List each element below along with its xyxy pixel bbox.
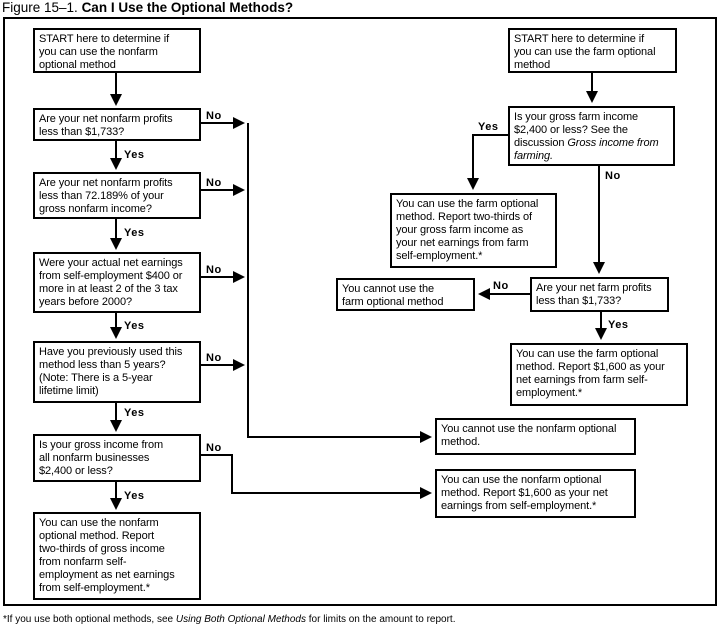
- yes-label: Yes: [124, 227, 145, 239]
- yes-label: Yes: [124, 407, 145, 419]
- farm-net-profits-question-box: Are your net farm profits less than $1,7…: [530, 277, 669, 312]
- yes-label: Yes: [478, 121, 499, 133]
- yes-label: Yes: [608, 319, 629, 331]
- nonfarm-can-use-two-thirds-box: You can use the nonfarm optional method.…: [33, 512, 201, 600]
- no-label: No: [493, 280, 509, 292]
- nonfarm-cannot-use-box: You cannot use the nonfarm optional meth…: [435, 418, 636, 455]
- farm-start-box: START here to determine if you can use t…: [508, 28, 677, 73]
- farm-gross-income-question-box: Is your gross farm income $2,400 or less…: [508, 106, 675, 166]
- farm-can-use-two-thirds-box: You can use the farm optional method. Re…: [390, 193, 557, 268]
- no-label: No: [605, 170, 621, 182]
- no-label: No: [206, 110, 222, 122]
- no-label: No: [206, 442, 222, 454]
- footnote-text-post: for limits on the amount to report.: [305, 614, 456, 625]
- yes-label: Yes: [124, 490, 145, 502]
- footnote: *If you use both optional methods, see U…: [3, 614, 455, 625]
- nonfarm-start-box: START here to determine if you can use t…: [33, 28, 201, 73]
- figure-number: Figure 15–1.: [2, 0, 82, 15]
- farm-cannot-use-box: You cannot use the farm optional method: [336, 278, 475, 311]
- footnote-text-pre: *If you use both optional methods, see: [3, 614, 176, 625]
- farm-gross-income-question-reference: Gross income from farming.: [514, 137, 659, 162]
- nonfarm-can-use-1600-box: You can use the nonfarm optional method.…: [435, 469, 636, 518]
- footnote-reference: Using Both Optional Methods: [175, 614, 306, 625]
- yes-label: Yes: [124, 149, 145, 161]
- no-label: No: [206, 177, 222, 189]
- yes-label: Yes: [124, 320, 145, 332]
- figure-caption: Can I Use the Optional Methods?: [81, 0, 294, 15]
- nonfarm-earnings-question-box: Were your actual net earnings from self-…: [33, 252, 201, 313]
- no-label: No: [206, 264, 222, 276]
- farm-gross-income-question-text: Is your gross farm income $2,400 or less…: [514, 111, 639, 149]
- nonfarm-percent-question-box: Are your net nonfarm profits less than 7…: [33, 172, 201, 219]
- no-label: No: [206, 352, 222, 364]
- figure-title: Figure 15–1. Can I Use the Optional Meth…: [2, 0, 293, 15]
- nonfarm-five-year-question-box: Have you previously used this method les…: [33, 341, 201, 403]
- nonfarm-gross-income-question-box: Is your gross income from all nonfarm bu…: [33, 434, 201, 482]
- figure-border: [3, 17, 717, 606]
- nonfarm-net-profits-question-box: Are your net nonfarm profits less than $…: [33, 108, 201, 141]
- farm-can-use-1600-box: You can use the farm optional method. Re…: [510, 343, 688, 406]
